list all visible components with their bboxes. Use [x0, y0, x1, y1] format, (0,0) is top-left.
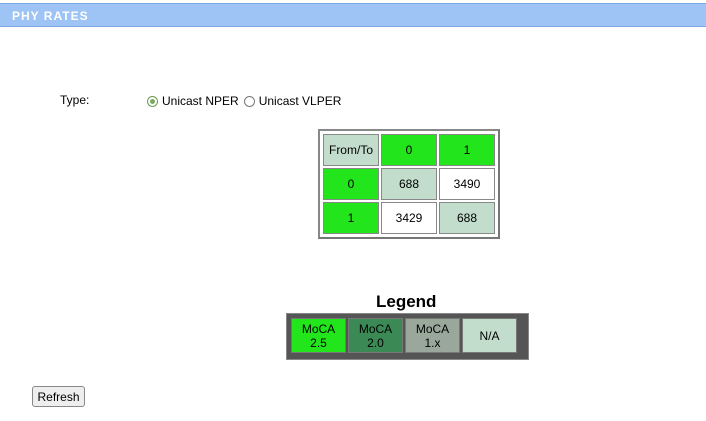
- header-bar: PHY RATES: [0, 3, 706, 27]
- matrix-corner-cell: From/To: [323, 134, 379, 166]
- legend-row: MoCA 2.5 MoCA 2.0 MoCA 1.x N/A: [291, 318, 524, 353]
- legend-item-line1: N/A: [479, 328, 500, 343]
- radio-option-unicast-nper[interactable]: Unicast NPER: [147, 94, 239, 108]
- page-header: PHY RATES: [0, 0, 706, 31]
- radio-button-unicast-nper[interactable]: [147, 95, 158, 107]
- legend-item-line2: 2.5: [310, 335, 327, 350]
- matrix-column-header: 1: [439, 134, 495, 166]
- type-label: Type:: [60, 93, 90, 107]
- matrix-column-header: 0: [381, 134, 437, 166]
- matrix-row-header: 1: [323, 202, 379, 234]
- matrix-cell: 688: [381, 168, 437, 200]
- matrix-row-header: 0: [323, 168, 379, 200]
- phy-rate-table: From/To 0 1 0 688 3490 1 3429 688: [321, 132, 497, 236]
- matrix-cell: 3490: [439, 168, 495, 200]
- page-title: PHY RATES: [12, 9, 89, 23]
- matrix-row: 0 688 3490: [323, 168, 495, 200]
- matrix-cell: 688: [439, 202, 495, 234]
- phy-rate-matrix: From/To 0 1 0 688 3490 1 3429 688: [318, 129, 500, 239]
- radio-label-unicast-nper: Unicast NPER: [162, 94, 239, 108]
- legend-item-line2: 2.0: [367, 335, 384, 350]
- radio-option-unicast-vlper[interactable]: Unicast VLPER: [243, 94, 342, 108]
- matrix-header-row: From/To 0 1: [323, 134, 495, 166]
- matrix-row: 1 3429 688: [323, 202, 495, 234]
- radio-label-unicast-vlper: Unicast VLPER: [258, 94, 342, 108]
- refresh-button[interactable]: Refresh: [32, 386, 85, 407]
- legend-box: MoCA 2.5 MoCA 2.0 MoCA 1.x N/A: [286, 313, 529, 360]
- legend-item-line1: MoCA: [358, 321, 393, 336]
- legend-title: Legend: [376, 292, 437, 311]
- legend-item-na: N/A: [462, 318, 517, 353]
- legend-item-moca-2-5: MoCA 2.5: [291, 318, 346, 353]
- legend-item-moca-2-0: MoCA 2.0: [348, 318, 403, 353]
- radio-button-unicast-vlper[interactable]: [243, 95, 255, 107]
- legend-item-moca-1-x: MoCA 1.x: [405, 318, 460, 353]
- legend-item-line2: 1.x: [424, 335, 441, 350]
- type-radio-group: Unicast NPER Unicast VLPER: [147, 94, 346, 108]
- legend-item-line1: MoCA: [415, 321, 450, 336]
- matrix-cell: 3429: [381, 202, 437, 234]
- legend-item-line1: MoCA: [301, 321, 336, 336]
